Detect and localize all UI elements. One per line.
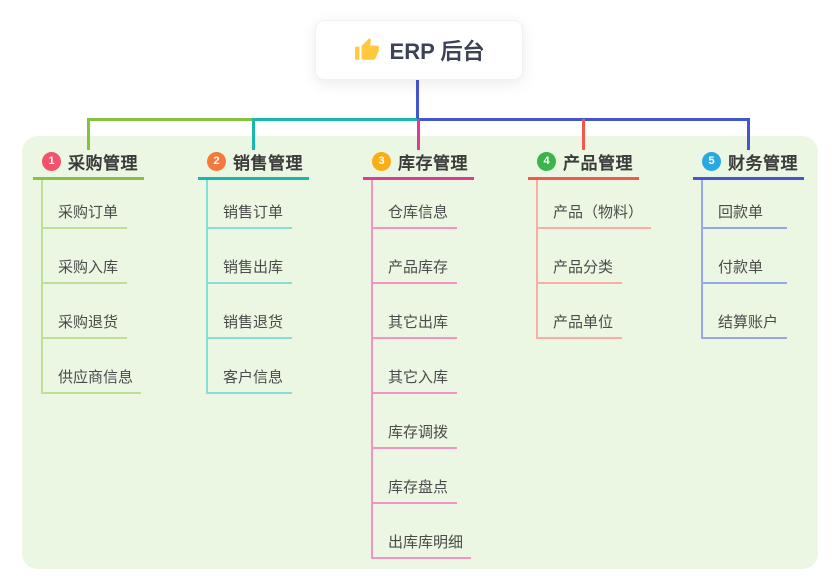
branch-finance: 5 财务管理 回款单 付款单 结算账户 [693,119,804,339]
child-node[interactable]: 销售出库 [206,229,292,284]
root-title: ERP 后台 [389,39,485,64]
child-node[interactable]: 库存调拨 [371,394,457,449]
branch-title-inventory[interactable]: 3 库存管理 [363,145,474,180]
branch-title-finance[interactable]: 5 财务管理 [693,145,804,180]
branch-title-product[interactable]: 4 产品管理 [528,145,639,180]
child-node[interactable]: 客户信息 [206,339,292,394]
branch-purchase: 1 采购管理 采购订单 采购入库 采购退货 供应商信息 [33,119,144,394]
branch-inventory: 3 库存管理 仓库信息 产品库存 其它出库 其它入库 库存调拨 库存盘点 出库库… [363,119,474,559]
branch-children: 销售订单 销售出库 销售退货 客户信息 [206,180,309,394]
child-node[interactable]: 产品单位 [536,284,622,339]
branch-children: 仓库信息 产品库存 其它出库 其它入库 库存调拨 库存盘点 出库库明细 [371,180,474,559]
branch-product: 4 产品管理 产品（物料） 产品分类 产品单位 [528,119,652,339]
child-node[interactable]: 采购入库 [41,229,127,284]
child-node[interactable]: 产品库存 [371,229,457,284]
child-node[interactable]: 出库库明细 [371,504,472,559]
child-node[interactable]: 回款单 [701,180,787,229]
branch-child-connector [41,180,43,394]
child-node[interactable]: 其它出库 [371,284,457,339]
branch-child-connector [536,180,538,339]
branch-number-badge: 1 [42,151,61,171]
branch-drop-line [747,119,750,150]
branch-number-badge: 5 [702,151,721,171]
child-node[interactable]: 产品（物料） [536,180,652,229]
child-node[interactable]: 采购订单 [41,180,127,229]
branch-drop-line [582,119,585,150]
branch-label: 采购管理 [68,153,138,173]
thumbs-up-icon [354,37,380,63]
branch-drop-line [87,119,90,150]
child-node[interactable]: 产品分类 [536,229,622,284]
branch-child-connector [701,180,703,339]
child-node[interactable]: 采购退货 [41,284,127,339]
branch-label: 销售管理 [233,153,303,173]
child-node[interactable]: 销售退货 [206,284,292,339]
branch-label: 库存管理 [398,153,468,173]
child-node[interactable]: 结算账户 [701,284,787,339]
branch-child-connector [206,180,208,394]
branch-drop-line [252,119,255,150]
root-node[interactable]: ERP 后台 [315,20,523,80]
connector-left [87,118,254,121]
branch-sales: 2 销售管理 销售订单 销售出库 销售退货 客户信息 [198,119,309,394]
branches-panel [22,136,818,569]
branch-number-badge: 2 [207,151,226,171]
branch-drop-line [417,119,420,150]
child-node[interactable]: 库存盘点 [371,449,457,504]
child-node[interactable]: 其它入库 [371,339,457,394]
branch-label: 产品管理 [563,153,633,173]
connector-mid [252,118,419,121]
branch-number-badge: 3 [372,151,391,171]
child-node[interactable]: 供应商信息 [41,339,142,394]
branch-children: 采购订单 采购入库 采购退货 供应商信息 [41,180,144,394]
branch-children: 回款单 付款单 结算账户 [701,180,804,339]
connector-root-drop [416,78,419,119]
branch-label: 财务管理 [728,153,798,173]
branch-title-purchase[interactable]: 1 采购管理 [33,145,144,180]
branch-title-sales[interactable]: 2 销售管理 [198,145,309,180]
child-node[interactable]: 销售订单 [206,180,292,229]
branch-child-connector [371,180,373,559]
child-node[interactable]: 仓库信息 [371,180,457,229]
branch-number-badge: 4 [537,151,556,171]
branch-children: 产品（物料） 产品分类 产品单位 [536,180,652,339]
child-node[interactable]: 付款单 [701,229,787,284]
